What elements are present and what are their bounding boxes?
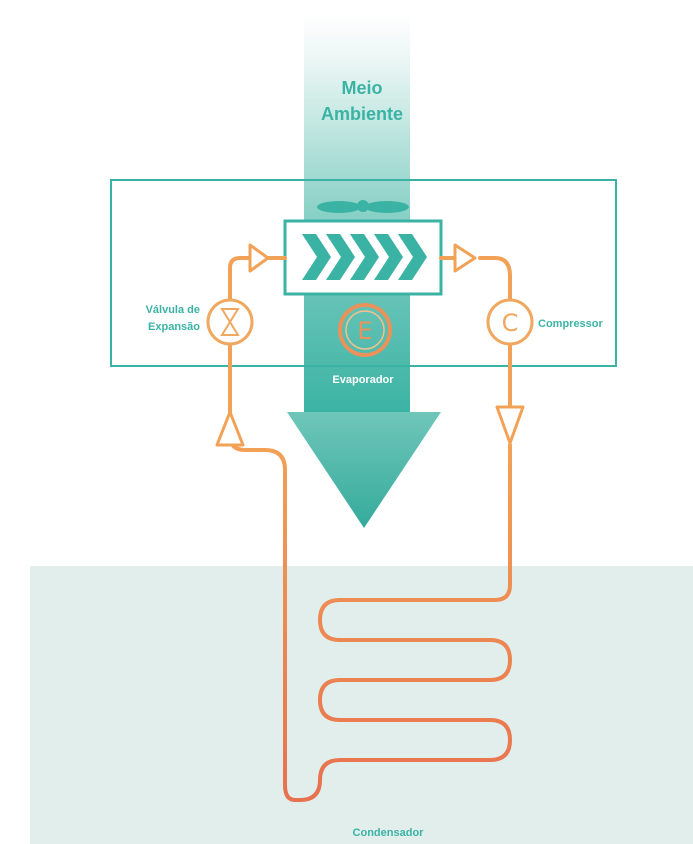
expansion-valve bbox=[206, 298, 254, 346]
flow-arrow-into-evaporator bbox=[248, 243, 270, 273]
environment-flow-arrow bbox=[287, 412, 441, 528]
meio-ambiente-label-line2: Ambiente bbox=[321, 104, 403, 124]
chevron-right-icon bbox=[302, 234, 427, 280]
evaporator-symbol: E bbox=[338, 303, 392, 357]
ground-area bbox=[30, 566, 693, 844]
flow-arrow-out-evaporator bbox=[453, 243, 477, 273]
flow-arrow-up-valve bbox=[215, 410, 245, 447]
flow-arrow-down-compressor bbox=[495, 405, 525, 445]
evaporator-letter: E bbox=[357, 317, 372, 345]
fan-icon bbox=[317, 200, 409, 213]
refrigerant-pipe bbox=[228, 256, 512, 802]
indoor-unit-frame bbox=[110, 179, 617, 367]
compressor-letter: C bbox=[502, 309, 519, 337]
valvula-label-line2: Expansão bbox=[148, 321, 200, 333]
condensador-label: Condensador bbox=[353, 827, 425, 839]
valvula-label-line1: Válvula de bbox=[146, 304, 200, 316]
hourglass-icon bbox=[220, 308, 240, 336]
compressor-label: Compressor bbox=[538, 318, 604, 330]
evaporador-label: Evaporador bbox=[332, 374, 394, 386]
compressor-unit: C bbox=[486, 298, 534, 346]
meio-ambiente-label-line1: Meio bbox=[341, 78, 382, 98]
